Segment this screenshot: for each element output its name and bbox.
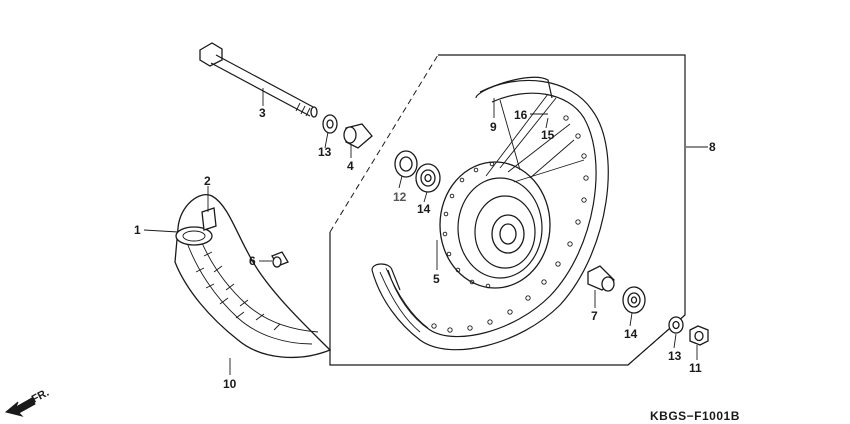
callout-5: 5 [433,272,440,286]
rim-spoke-holes [431,115,589,333]
collar-part-right [668,316,684,334]
callout-1: 1 [134,223,141,237]
leader-lines [143,88,708,375]
callout-8: 8 [709,140,716,154]
callout-9: 9 [490,120,497,134]
callout-10: 10 [223,377,237,391]
axle-nut-part [689,325,709,346]
hub-part [439,161,551,289]
callout-4: 4 [347,159,354,173]
spacer-part [343,123,373,149]
distance-collar-part [587,265,615,292]
bearing-part-upper [415,163,441,193]
front-direction-label: FR. [30,387,51,406]
spoke-parts [485,93,585,183]
callout-7: 7 [591,309,598,323]
rim-band-part [201,207,217,231]
collar-part-left [322,114,338,134]
diagram-code: KBGS−F1001B [650,409,740,423]
axle-part [199,42,318,118]
callout-15: 15 [541,128,555,142]
callout-labels: 1 2 3 4 5 6 7 8 9 10 11 12 13 13 14 14 1… [134,106,716,391]
callout-12: 12 [393,190,407,204]
valve-cap-part [271,251,289,268]
callout-11: 11 [689,361,702,375]
callout-13-left: 13 [318,145,332,159]
rim-part [371,76,609,351]
dust-seal-part [394,150,418,178]
callout-16: 16 [514,108,528,122]
hub-flange-holes [442,161,495,289]
callout-13-right: 13 [668,349,682,363]
callout-3: 3 [259,106,266,120]
callout-14-upper: 14 [417,202,431,216]
callout-2: 2 [204,174,211,188]
front-direction-arrow: FR. [4,387,51,417]
tire-part [174,194,332,358]
callout-6: 6 [249,254,256,268]
callout-14-lower: 14 [624,327,638,341]
bearing-part-lower [622,286,646,314]
